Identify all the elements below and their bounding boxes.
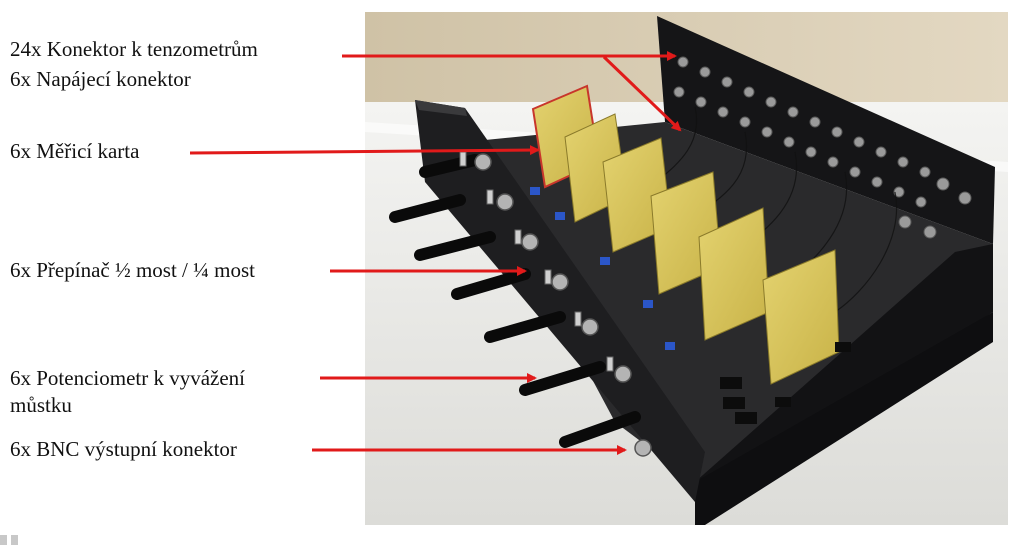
bnc-connectors	[474, 153, 652, 457]
label-strain-gauge-connectors: 24x Konektor k tenzometrům	[10, 37, 258, 61]
back-panel	[657, 16, 995, 244]
label-bridge-switches: 6x Přepínač ½ most / ¼ most	[10, 258, 255, 282]
right-wall	[695, 244, 993, 502]
front-knobs	[389, 154, 641, 448]
label-potentiometer-line1: 6x Potenciometr k vyvážení	[10, 366, 246, 390]
measuring-cards	[531, 84, 840, 385]
label-potentiometer-line2: můstku	[10, 393, 72, 417]
label-measuring-cards: 6x Měřicí karta	[10, 139, 140, 163]
label-power-connectors: 6x Napájecí konektor	[10, 67, 191, 91]
label-bnc-connectors: 6x BNC výstupní konektor	[10, 437, 237, 461]
terminal-blocks	[720, 342, 851, 424]
device-photo	[365, 12, 1008, 525]
front-bottom	[695, 312, 993, 525]
blue-components	[530, 187, 675, 350]
corner-mark	[0, 535, 18, 545]
toggle-switches	[459, 151, 614, 372]
